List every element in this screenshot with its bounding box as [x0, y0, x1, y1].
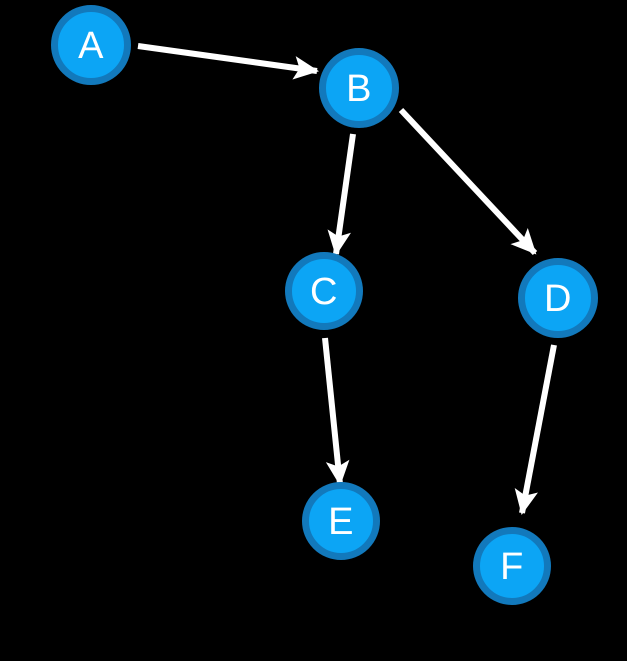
node-label-b: B	[346, 68, 372, 110]
node-label-e: E	[328, 501, 354, 543]
graph-edge-d-to-f	[514, 344, 557, 515]
node-label-d: D	[544, 278, 572, 320]
graph-node-e[interactable]: E	[302, 482, 380, 560]
node-circle-e[interactable]	[302, 482, 380, 560]
edges-layer	[137, 43, 557, 515]
node-circle-c[interactable]	[285, 252, 363, 330]
graph-node-a[interactable]: A	[51, 5, 131, 85]
node-label-c: C	[310, 271, 338, 313]
node-circle-b[interactable]	[319, 48, 399, 128]
graph-node-f[interactable]: F	[473, 527, 551, 605]
graph-edge-c-to-e	[322, 337, 350, 487]
nodes-layer: A B C D E F	[51, 5, 598, 605]
graph-node-d[interactable]: D	[518, 258, 598, 338]
node-circle-a[interactable]	[51, 5, 131, 85]
graph-edge-b-to-d	[398, 107, 538, 256]
node-label-f: F	[500, 546, 524, 588]
node-circle-d[interactable]	[518, 258, 598, 338]
graph-node-b[interactable]: B	[319, 48, 399, 128]
node-label-a: A	[78, 25, 104, 67]
graph-node-c[interactable]: C	[285, 252, 363, 330]
graph-edge-a-to-b	[137, 43, 319, 80]
graph-edge-b-to-c	[327, 133, 356, 256]
node-circle-f[interactable]	[473, 527, 551, 605]
